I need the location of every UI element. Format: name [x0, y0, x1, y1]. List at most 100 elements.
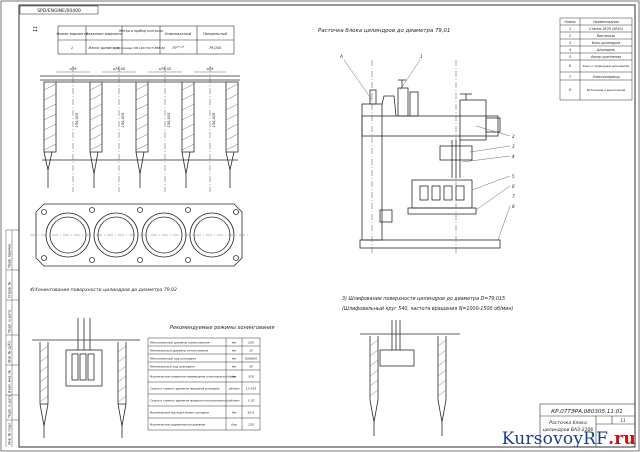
regime-param: Максимальный ход шпинделя [150, 357, 196, 361]
regime-unit: Нм [232, 411, 237, 415]
legend-name: Станок 2Е78 (5Е40) [589, 27, 623, 31]
legend-table [559, 17, 633, 101]
op-cell: Нутромер НИ 100 ГОСТ 868-82 [117, 46, 165, 50]
dim-height: 150,025 [167, 112, 171, 128]
regime-unit: бар [231, 423, 237, 427]
watermark-accent: .ru [608, 429, 636, 449]
grinding-detail [360, 320, 460, 436]
regime-unit: мм [232, 357, 237, 361]
regimes-table [147, 337, 261, 431]
callout-label: 1 [420, 54, 423, 59]
callout-label: 8 [512, 204, 515, 209]
regime-value: 1-20 [248, 399, 255, 403]
op-cell: 1 [71, 46, 73, 50]
regime-value: 250 [248, 341, 254, 345]
legend-name: Вертикаль [597, 34, 616, 38]
grinding-hatch [369, 339, 447, 397]
regime-unit: мм [232, 365, 237, 369]
left-strip-label: Перв. примен. [8, 243, 12, 268]
op-cell: 79,050 [209, 46, 222, 50]
centerlines [72, 66, 211, 192]
regime-param: Максимальное гидравлическое давление [150, 423, 206, 427]
op-header: Предельный [203, 32, 227, 36]
dim-diameter: ⌀79 [207, 67, 214, 71]
left-strip-label: Взам. инв. № [8, 370, 12, 393]
regime-value: 120 [248, 423, 254, 427]
op-header: Название варианта [86, 32, 123, 36]
left-strip [5, 229, 19, 447]
regimes-title: Рекомендуемые режимы хонингования [170, 325, 275, 331]
regime-value: 310 [248, 375, 254, 379]
regime-value: 82,5 [248, 411, 255, 415]
dim-diameter: ⌀79,02 [159, 67, 172, 71]
regime-param: Максимальный крутящий момент шпинделя [150, 411, 209, 415]
regime-value: 506/600 [245, 357, 258, 361]
block-section-hatch [43, 83, 239, 151]
legend-name: Блок цилиндров [592, 41, 621, 45]
legend-header: Наименование [593, 20, 619, 24]
regime-value: 12-315 [246, 387, 257, 391]
legend-name: Шпиндель [597, 48, 615, 52]
dim-height: 150,025 [121, 112, 125, 128]
legend-num: 8 [569, 88, 571, 92]
dim-diameter: ⌀79 [70, 67, 77, 71]
left-strip-label: Справ. № [8, 281, 12, 298]
regime-unit: об/мин [229, 399, 240, 403]
callout-label: 6 [512, 184, 515, 189]
regime-unit: мм [232, 349, 237, 353]
op-table [57, 25, 235, 55]
callout-label: А [339, 54, 343, 59]
machine-axis [371, 60, 457, 254]
left-strip-label: Подп. и дата [8, 310, 12, 333]
top-left-stamp-box [19, 5, 99, 15]
legend-num: 3 [569, 41, 571, 45]
title-block-name: цилиндров ВАЗ-2106 [543, 427, 594, 433]
legend-num: 4 [569, 48, 571, 52]
callout-label: 4 [512, 154, 515, 159]
boring-machine [359, 79, 501, 249]
legend-name: Анкер крепления [590, 55, 621, 59]
dim-height: 150,025 [212, 112, 216, 128]
op-header: Номинальный [165, 32, 192, 36]
regime-unit: мм [232, 341, 237, 345]
title-block-sheet: 11 [620, 418, 625, 423]
honing-hatch [39, 345, 127, 403]
op-cell: 79⁺⁰·⁰⁶ [172, 46, 184, 50]
top-left-mark: 11 [33, 26, 39, 32]
callout-label: 5 [512, 174, 515, 179]
top-left-stamp: SPD/ENGINE/00400 [37, 8, 81, 14]
legend-num: 2 [569, 34, 571, 38]
grinding-caption-sub: (Шлифовальный круг 540, частота вращения… [342, 306, 513, 312]
title-block [539, 403, 636, 448]
regime-param: Скорость главного движения (возвратно-по… [150, 399, 229, 403]
block-section-view [40, 75, 240, 188]
legend-num: 7 [569, 75, 572, 79]
watermark: KursovoyRF.ru [502, 429, 636, 449]
leader-lines [343, 59, 511, 241]
regime-param: Максимальное поперечное перемещение хони… [150, 375, 236, 379]
dim-diameter: ⌀79,00 [113, 67, 126, 71]
legend-num: 5 [569, 55, 571, 59]
op-header: Номер варианта [56, 32, 87, 36]
legend-name: Электропривод [591, 75, 620, 79]
regime-value: 50 [249, 365, 253, 369]
left-strip-label: Подп. и дата [8, 395, 12, 418]
legend-header: Номер [564, 20, 575, 24]
watermark-main: KursovoyRF [501, 429, 609, 449]
grinding-caption: 3) Шлифование поверхности цилиндров до д… [342, 296, 505, 302]
title-block-name: Расточка блока [549, 420, 587, 426]
left-strip-label: Инв. № дубл. [8, 340, 12, 363]
regime-param: Скорость главного движения (вращения шпи… [150, 387, 219, 391]
op-header: Метод и прибор контроля [119, 29, 163, 33]
boring-title: Расточка блока цилиндров до диаметра 79,… [318, 28, 450, 34]
legend-name: Включение и выключение [587, 88, 626, 92]
legend-num: 1 [569, 27, 571, 31]
honing-caption: 4)Хонингование поверхности цилиндров до … [30, 287, 177, 293]
regime-param: Максимальный диаметр хонингования [150, 341, 210, 345]
regime-unit: мм [232, 375, 237, 379]
regime-param: Минимальный ход шпинделя [150, 365, 195, 369]
honing-detail [32, 318, 140, 438]
callout-label: 2 [512, 134, 515, 139]
